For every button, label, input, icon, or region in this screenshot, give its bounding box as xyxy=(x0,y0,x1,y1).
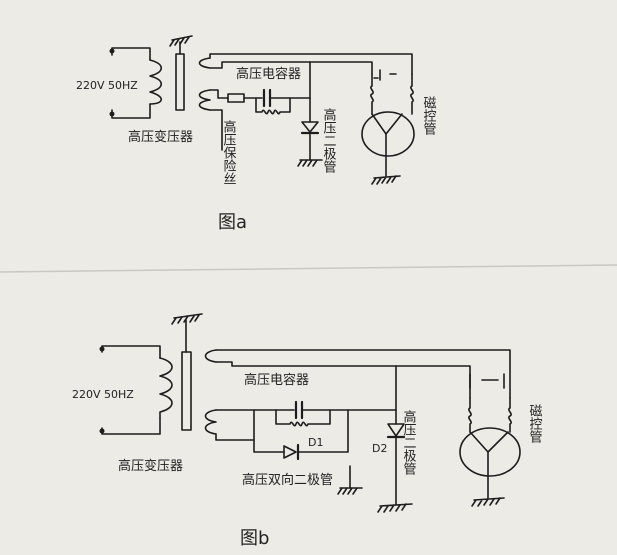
a-magnetron xyxy=(361,69,415,185)
b-d1-label: D1 xyxy=(308,436,323,449)
a-transformer-label: 高压变压器 xyxy=(128,129,193,145)
b-transformer xyxy=(159,313,217,435)
a-top-wire xyxy=(209,53,413,75)
a-transformer xyxy=(149,35,211,111)
b-magnetron xyxy=(459,373,521,507)
b-magnetron-label: 磁控管 xyxy=(527,404,543,444)
b-transformer-label: 高压变压器 xyxy=(118,458,183,474)
paper-fold xyxy=(0,264,617,273)
a-fuse xyxy=(227,93,245,103)
a-supply-label: 220V 50HZ xyxy=(76,79,138,92)
a-magnetron-label: 磁控管 xyxy=(421,96,437,136)
a-diode-label: 高压二极管 xyxy=(321,107,337,174)
a-hv-wire xyxy=(209,89,229,99)
b-capacitor-label: 高压电容器 xyxy=(244,372,309,388)
b-supply-label: 220V 50HZ xyxy=(72,388,134,401)
b-bidir-diode-label: 高压双向二极管 xyxy=(242,472,333,488)
diagram-b: 220V 50HZ 高压变压器 高压电容器 D1 高压双向二极管 xyxy=(72,313,543,549)
b-top-wire xyxy=(215,349,511,399)
diagram-a: 220V 50HZ 高压变压器 高压电容器 高压保险丝 xyxy=(76,35,437,233)
a-filament-wire xyxy=(209,61,373,75)
b-d2-label: D2 xyxy=(372,442,387,455)
b-supply-leads xyxy=(99,345,161,435)
b-d2-diode xyxy=(387,423,405,437)
a-caption: 图a xyxy=(218,212,247,233)
a-supply-leads xyxy=(109,47,151,119)
a-capacitor-label: 高压电容器 xyxy=(236,66,301,82)
b-caption: 图b xyxy=(240,528,269,549)
b-d1-diode xyxy=(283,445,297,459)
b-capacitor xyxy=(294,400,304,420)
b-bleeder-resistor xyxy=(275,409,331,427)
a-diode xyxy=(301,121,319,133)
a-fuse-label: 高压保险丝 xyxy=(221,119,237,185)
a-bleeder-resistor xyxy=(255,97,291,115)
b-diode-label: 高压二极管 xyxy=(401,409,417,476)
a-capacitor xyxy=(262,88,272,108)
